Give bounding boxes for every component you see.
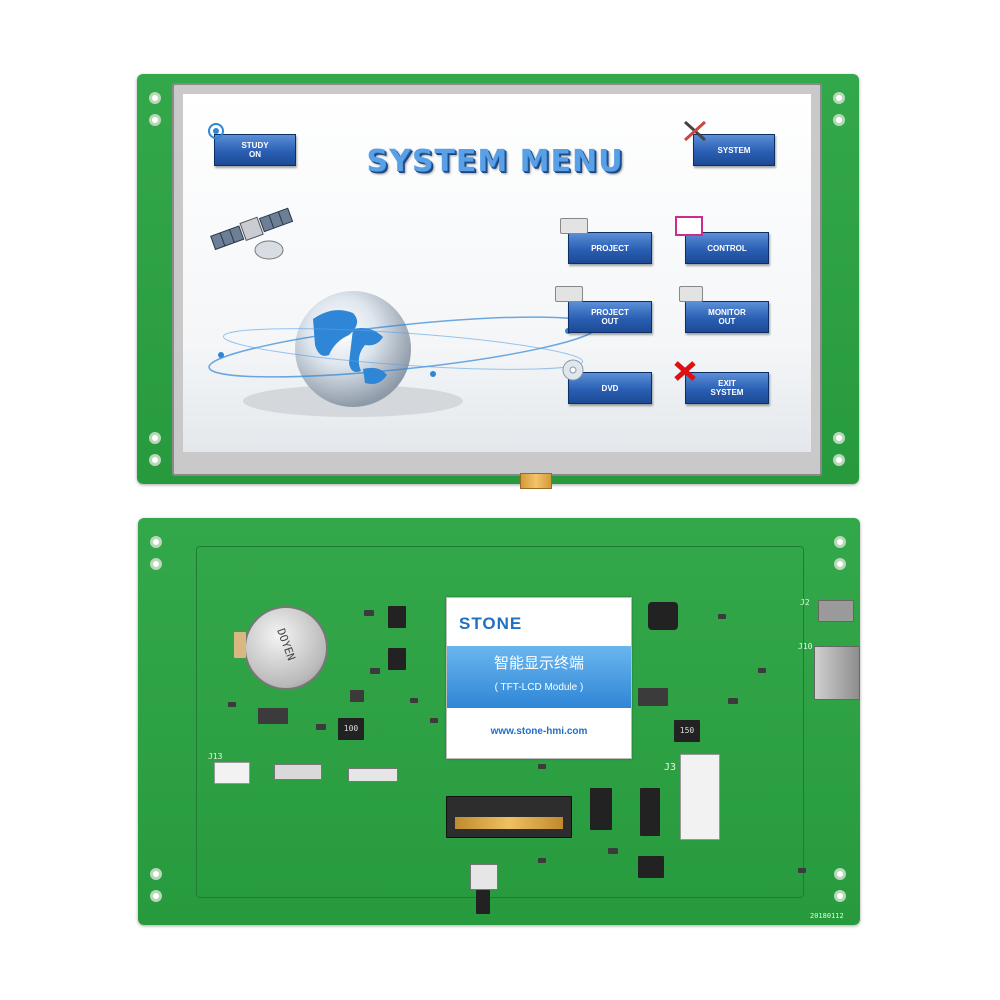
exit-system-label: EXIT SYSTEM (710, 379, 744, 397)
mounting-hole (833, 114, 845, 126)
chinese-text: 智能显示终端 (493, 654, 584, 672)
front-pcb-board: SYSTEM MENU (137, 74, 859, 489)
label-band: 智能显示终端 ( TFT-LCD Module ) (447, 646, 631, 708)
ribbon-cable (455, 817, 563, 829)
smd-part (718, 614, 726, 619)
project-out-label: PROJECT OUT (591, 308, 629, 326)
ic-chip (350, 690, 364, 702)
smd-part (370, 668, 380, 674)
monitor-out-button[interactable]: MONITOR OUT (685, 301, 769, 333)
mounting-hole (149, 114, 161, 126)
battery-label: DOYEN (274, 626, 298, 663)
smd-part (608, 848, 618, 854)
battery-holder (234, 632, 246, 658)
power-connector (214, 762, 250, 784)
project-label: PROJECT (591, 243, 629, 253)
module-subtitle: ( TFT-LCD Module ) (494, 682, 584, 693)
coin-cell-battery: DOYEN (244, 606, 328, 690)
disc-icon (562, 359, 584, 381)
smd-part (364, 610, 374, 616)
inductor-150-label: 150 (679, 726, 695, 735)
ic-chip (638, 688, 668, 706)
antenna-icon (208, 123, 224, 139)
mounting-hole (833, 454, 845, 466)
project-button[interactable]: PROJECT (568, 232, 652, 264)
j10-label: J10 (798, 642, 813, 651)
study-on-label: STUDY ON (241, 141, 269, 159)
study-on-button[interactable]: STUDY ON (214, 134, 296, 166)
monitor-icon (679, 286, 703, 302)
mounting-hole (149, 454, 161, 466)
mounting-hole (150, 868, 162, 880)
inductor-100-label: 100 (343, 724, 359, 733)
mounting-hole (833, 92, 845, 104)
jumper-connector (470, 864, 498, 890)
mounting-hole (150, 558, 162, 570)
smd-part (798, 868, 806, 873)
date-code: 20180112 (810, 912, 844, 920)
mounting-hole (833, 432, 845, 444)
exit-system-button[interactable]: EXIT SYSTEM (685, 372, 769, 404)
inductor (638, 856, 664, 878)
inductor: 100 (338, 718, 364, 740)
satellite-icon (210, 207, 294, 260)
dvd-label: DVD (601, 383, 619, 393)
monitor-out-label: MONITOR OUT (708, 308, 746, 326)
mounting-hole (150, 890, 162, 902)
brand-text: STONE (459, 614, 523, 633)
tools-icon (683, 120, 707, 142)
mounting-hole (834, 536, 846, 548)
smd-part (228, 702, 236, 707)
projector-icon (560, 218, 588, 234)
cable-stub (476, 890, 490, 914)
inductor (648, 602, 678, 630)
smd-part (430, 718, 438, 723)
screen-icon (675, 216, 703, 236)
j3-label: J3 (664, 762, 677, 773)
mounting-hole (149, 92, 161, 104)
smd-part (538, 858, 546, 863)
mounting-hole (834, 868, 846, 880)
project-out-button[interactable]: PROJECT OUT (568, 301, 652, 333)
j2-label: J2 (800, 598, 810, 607)
inductor: 150 (674, 720, 700, 742)
ic-chip (640, 788, 660, 836)
mounting-hole (834, 558, 846, 570)
pin-header-connector (680, 754, 720, 840)
control-button[interactable]: CONTROL (685, 232, 769, 264)
dvd-button[interactable]: DVD (568, 372, 652, 404)
mounting-hole (150, 536, 162, 548)
website-text: www.stone-hmi.com (490, 726, 588, 737)
mounting-hole (834, 890, 846, 902)
stone-module-label: STONE 智能显示终端 ( TFT-LCD Module ) www.ston… (446, 597, 632, 759)
back-pcb-board: DOYEN STONE 智能显示终端 ( TFT-LCD Module ) ww… (138, 518, 860, 925)
board-connector (274, 764, 322, 780)
control-label: CONTROL (707, 243, 747, 253)
fpc-connector (446, 796, 572, 838)
smd-part (538, 764, 546, 769)
mini-usb-connector (818, 600, 854, 622)
flex-cable (520, 473, 552, 489)
system-button[interactable]: SYSTEM (693, 134, 775, 166)
usb-a-connector (814, 646, 860, 700)
board-outline (196, 546, 804, 898)
globe-illustration (208, 291, 598, 417)
ic-chip (388, 606, 406, 628)
lcd-screen: SYSTEM MENU (183, 94, 811, 452)
ic-chip (590, 788, 612, 830)
board-connector (348, 768, 398, 782)
close-icon (674, 361, 696, 381)
j13-label: J13 (208, 752, 223, 761)
smd-part (316, 724, 326, 730)
smd-part (728, 698, 738, 704)
lcd-bezel: SYSTEM MENU (172, 83, 822, 489)
ic-chip (258, 708, 288, 724)
mounting-hole (149, 432, 161, 444)
smd-part (758, 668, 766, 673)
system-label: SYSTEM (717, 145, 751, 155)
system-menu-title: SYSTEM MENU (366, 144, 624, 179)
smd-part (410, 698, 418, 703)
ic-chip (388, 648, 406, 670)
projector-out-icon (555, 286, 583, 302)
